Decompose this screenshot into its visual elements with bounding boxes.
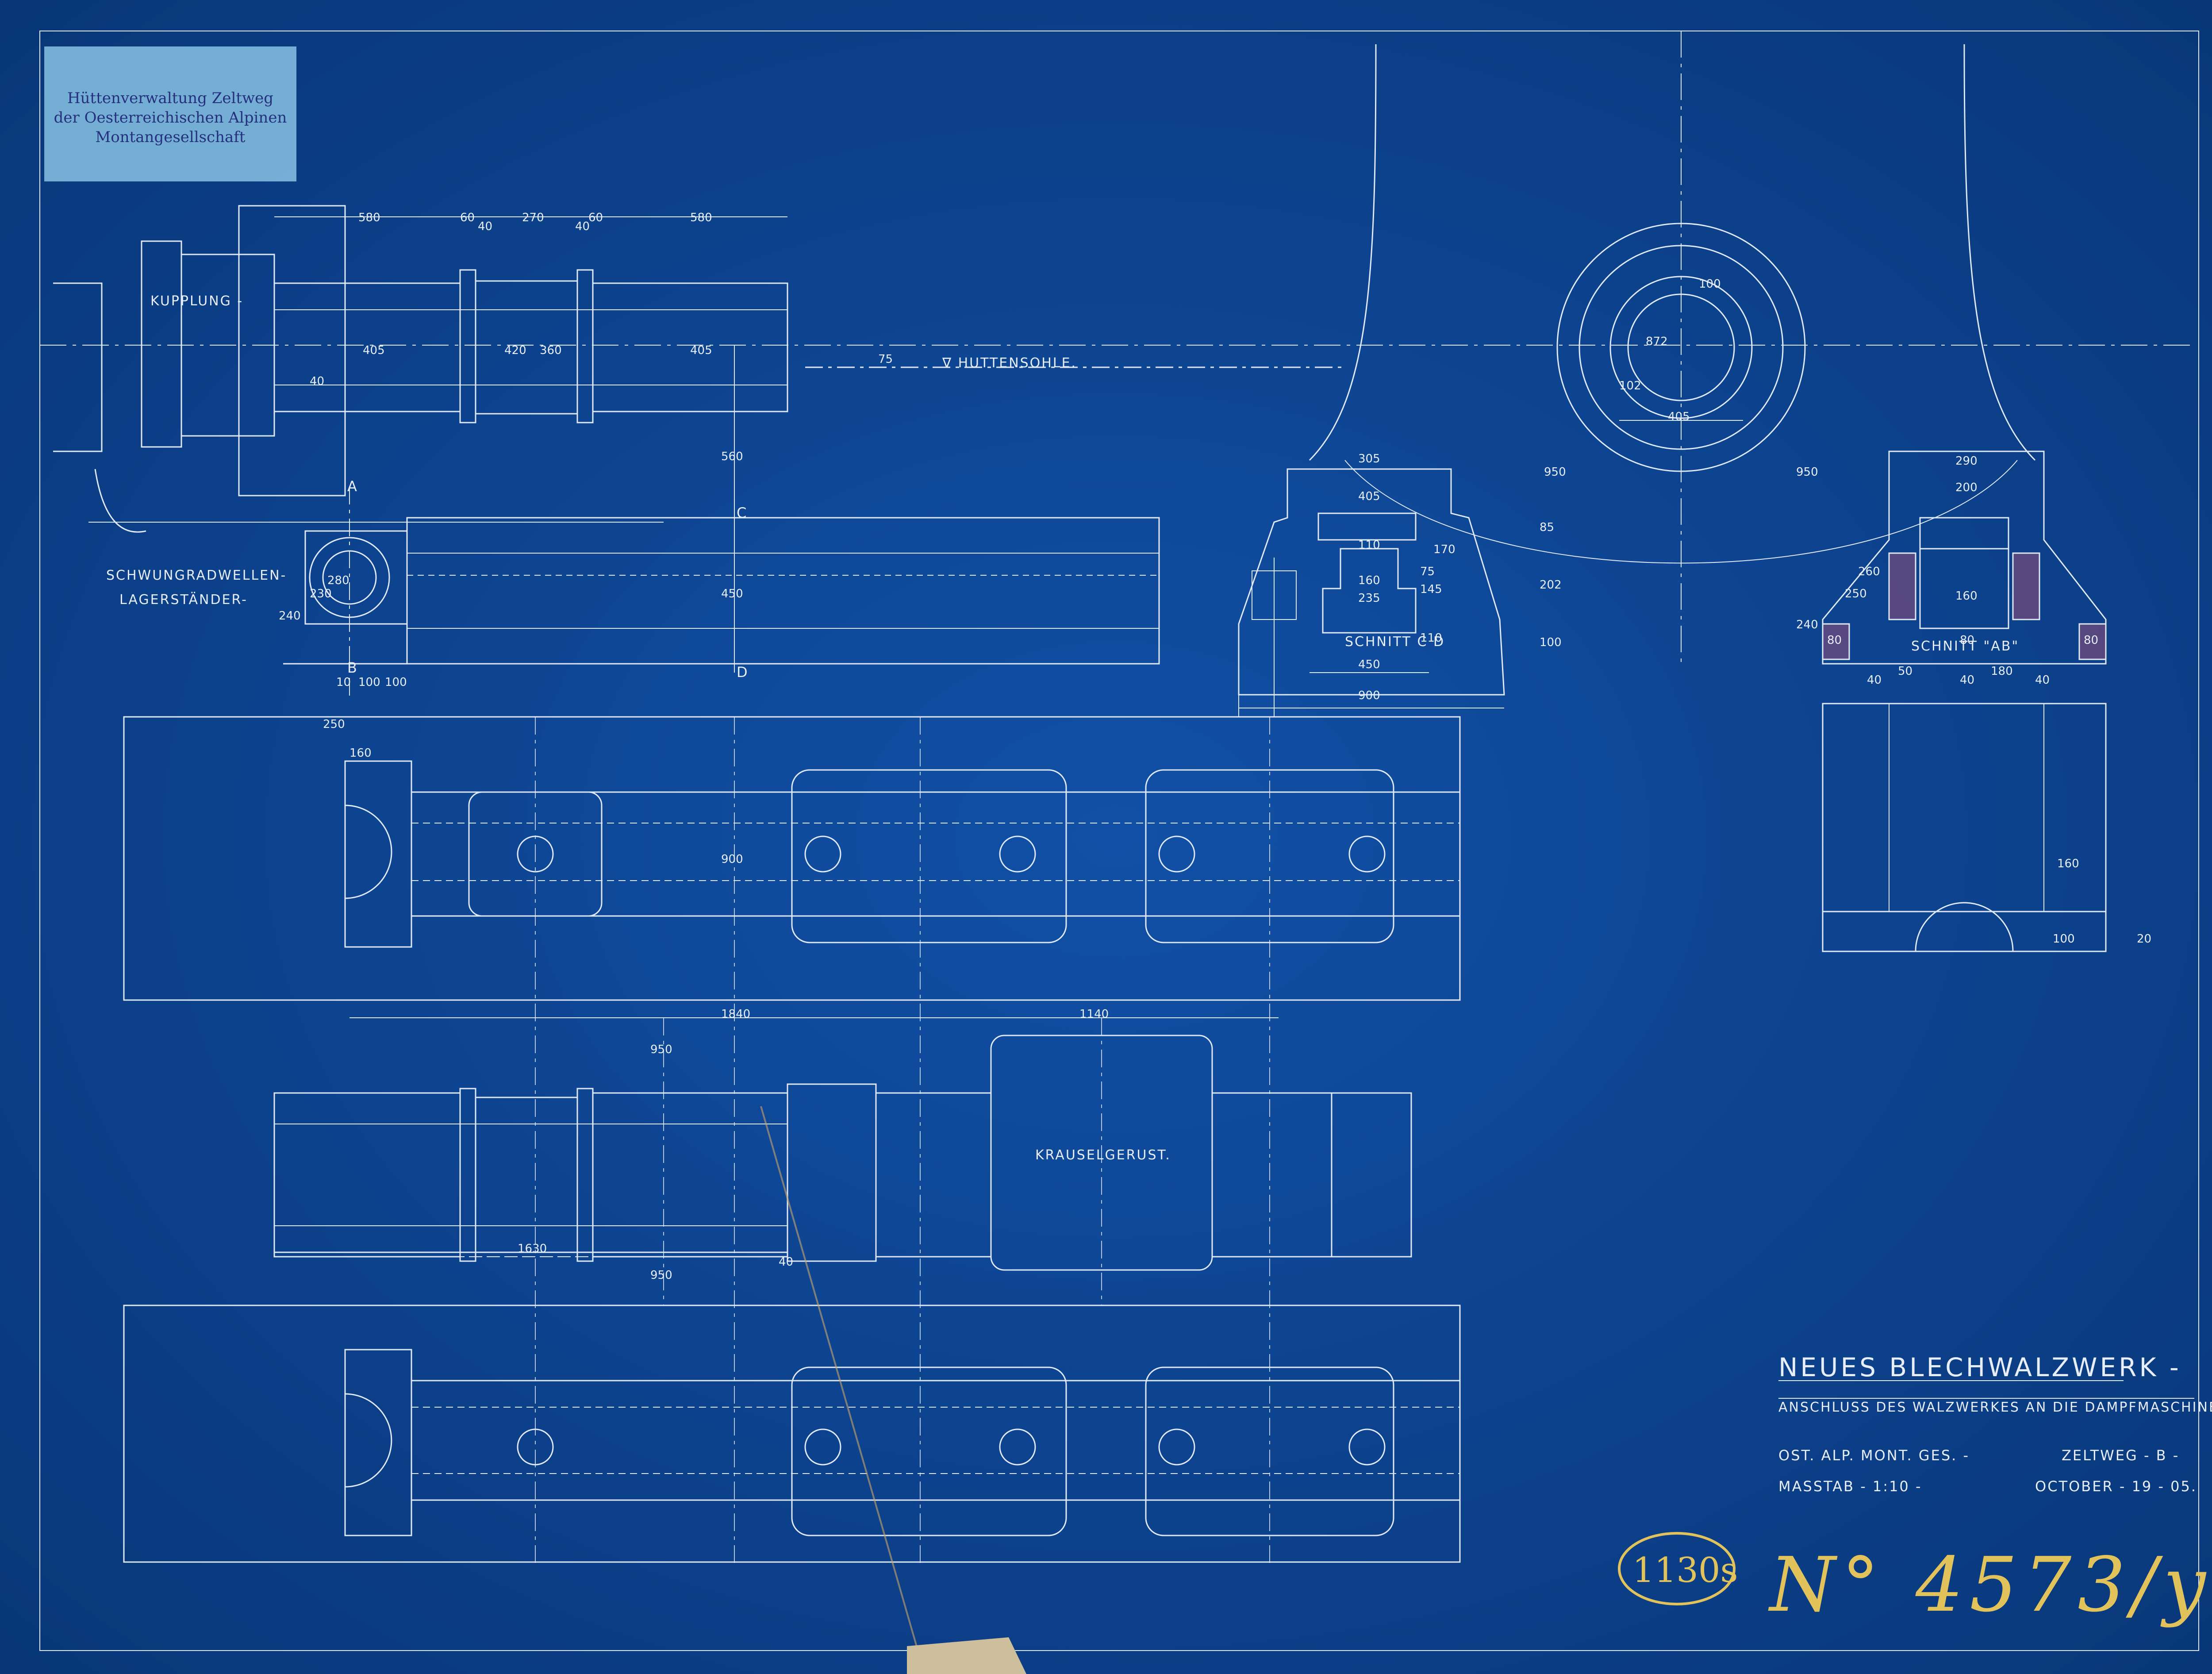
dim-75: 75 xyxy=(878,353,893,366)
point-d: D xyxy=(737,664,749,681)
date: OCTOBER - 19 - 05. xyxy=(2035,1478,2197,1495)
dim-bearing-10: 10 xyxy=(336,676,351,689)
dim-ab-180: 180 xyxy=(1991,665,2013,678)
dim-span-950b: 950 xyxy=(1796,466,1818,479)
dim-small-40a: 40 xyxy=(478,220,492,233)
label-schnitt-cd: SCHNITT C D xyxy=(1345,634,1445,650)
dim-cd-160: 160 xyxy=(1358,574,1380,587)
dim-plan-40: 40 xyxy=(779,1255,793,1269)
dim-top-580b: 580 xyxy=(690,211,712,224)
subtitle: ANSCHLUSS DES WALZWERKES AN DIE DAMPFMAS… xyxy=(1778,1400,2212,1415)
dim-circle-872: 872 xyxy=(1646,335,1668,348)
dim-top-60a: 60 xyxy=(460,211,475,224)
dim-ab-80c: 80 xyxy=(2084,634,2098,647)
place: ZELTWEG - B - xyxy=(2062,1447,2179,1464)
stamp-line-3: Montangesellschaft xyxy=(95,128,246,146)
dim-cd-900: 900 xyxy=(1358,689,1380,702)
dim-shaft-360: 360 xyxy=(540,344,562,357)
dimension-labels: 580 60 270 60 580 40 40 405 420 360 405 … xyxy=(279,211,2151,1282)
archive-stamp: Hüttenverwaltung Zeltweg der Oesterreich… xyxy=(44,46,296,181)
dim-ab-50: 50 xyxy=(1898,665,1912,678)
dim-circle-405: 405 xyxy=(1668,410,1690,423)
dim-ab-40b: 40 xyxy=(1960,673,1974,687)
dim-450: 450 xyxy=(721,587,743,600)
dim-ab-160: 160 xyxy=(1955,589,1978,603)
dim-ab-200: 200 xyxy=(1955,481,1978,494)
dim-top-60b: 60 xyxy=(588,211,603,224)
label-lagerstander: LAGERSTÄNDER- xyxy=(119,592,248,608)
dim-plan-900: 900 xyxy=(721,853,743,866)
dim-cd-405: 405 xyxy=(1358,490,1380,503)
dim-ab-20: 20 xyxy=(2137,932,2151,946)
dim-cd-202: 202 xyxy=(1540,578,1562,592)
dim-ab-240: 240 xyxy=(1796,618,1818,631)
dim-ab-100: 100 xyxy=(2053,932,2075,946)
dim-shaft-405b: 405 xyxy=(690,344,712,357)
dim-560: 560 xyxy=(721,450,743,463)
archive-number-circle xyxy=(1618,1532,1736,1605)
stamp-line-2: der Oesterreichischen Alpinen xyxy=(54,109,287,127)
dim-shaft-405a: 405 xyxy=(363,344,385,357)
dim-ab-40c: 40 xyxy=(2035,673,2050,687)
dim-ab-260: 260 xyxy=(1858,565,1880,578)
dim-ab-80b: 80 xyxy=(1960,634,1974,647)
dim-40: 40 xyxy=(310,375,324,388)
dim-circle-102: 102 xyxy=(1619,379,1641,393)
dim-cd-450: 450 xyxy=(1358,658,1380,671)
dim-ab-290: 290 xyxy=(1955,454,1978,468)
torn-corner xyxy=(907,1637,1026,1674)
drawing-number: N° 4573/y c xyxy=(1768,1541,2212,1629)
title: NEUES BLECHWALZWERK - xyxy=(1778,1352,2181,1382)
company: OST. ALP. MONT. GES. - xyxy=(1778,1447,1970,1464)
dim-top-270: 270 xyxy=(522,211,544,224)
dim-cd-145: 145 xyxy=(1420,583,1442,596)
label-huttensohle: ∇ HUTTENSOHLE. xyxy=(942,355,1077,371)
point-a: A xyxy=(347,478,358,495)
label-schnitt-ab: SCHNITT "AB" xyxy=(1911,639,2019,654)
point-b: B xyxy=(347,659,358,676)
dim-bearing-230: 230 xyxy=(310,587,332,600)
dim-plan-1840: 1840 xyxy=(721,1008,750,1021)
dim-plan-1630: 1630 xyxy=(518,1242,547,1255)
dim-bearing-280: 280 xyxy=(327,574,349,587)
dim-ab-160b: 160 xyxy=(2057,857,2079,870)
label-kupplung: KUPPLUNG - xyxy=(150,293,243,309)
label-schwungradwellen: SCHWUNGRADWELLEN- xyxy=(106,568,287,583)
dim-shaft-420: 420 xyxy=(504,344,526,357)
dim-bearing-240: 240 xyxy=(279,609,301,623)
dim-cd-75: 75 xyxy=(1420,565,1435,578)
dim-cd-305: 305 xyxy=(1358,452,1380,466)
dim-top-580a: 580 xyxy=(358,211,380,224)
drawing-lines xyxy=(39,31,2199,1651)
dim-bearing-100b: 100 xyxy=(385,676,407,689)
dim-plan-250: 250 xyxy=(323,718,345,731)
stamp-line-1: Hüttenverwaltung Zeltweg xyxy=(67,89,274,107)
dim-cd-235: 235 xyxy=(1358,592,1380,605)
dim-bearing-100a: 100 xyxy=(358,676,380,689)
paper-crease xyxy=(760,1106,926,1674)
dim-plan-160: 160 xyxy=(349,747,372,760)
dim-cd-85: 85 xyxy=(1540,521,1554,534)
dim-ab-250: 250 xyxy=(1845,587,1867,600)
point-c: C xyxy=(737,504,748,521)
label-krauselgerust: KRAUSELGERUST. xyxy=(1035,1147,1171,1163)
archive-number: 1130s xyxy=(1632,1551,1738,1590)
dim-cd-170: 170 xyxy=(1433,543,1455,556)
scale: MASSTAB - 1:10 - xyxy=(1778,1478,1922,1495)
dim-ab-40a: 40 xyxy=(1867,673,1882,687)
dim-cd-110: 110 xyxy=(1358,539,1380,552)
dim-cd-110b: 110 xyxy=(1420,631,1442,645)
dim-cd-100: 100 xyxy=(1540,636,1562,649)
dim-plan-1140: 1140 xyxy=(1079,1008,1109,1021)
dim-plan-950b: 950 xyxy=(650,1269,672,1282)
dim-plan-950a: 950 xyxy=(650,1043,672,1056)
dim-ab-80a: 80 xyxy=(1827,634,1842,647)
dim-small-40b: 40 xyxy=(575,220,590,233)
dim-span-950a: 950 xyxy=(1544,466,1566,479)
dim-circle-100: 100 xyxy=(1699,277,1721,291)
